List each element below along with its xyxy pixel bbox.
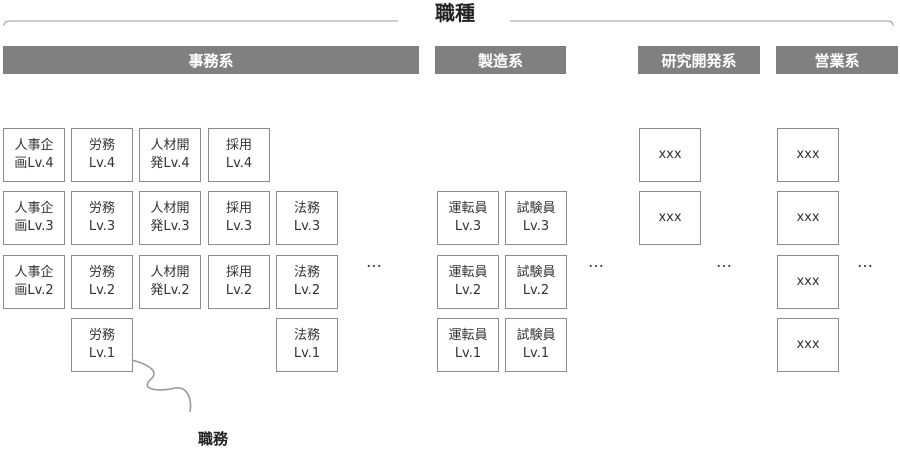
job-box-saiyou-lv4: 採用 Lv.4 [208,128,270,182]
job-box-roumu-lv3: 労務 Lv.3 [71,191,133,245]
ellipsis-sales: … [857,252,874,271]
job-box-jinji-lv4: 人事企 画Lv.4 [3,128,65,182]
job-box-sales-2: xxx [777,191,839,245]
job-box-saiyou-lv3: 採用 Lv.3 [208,191,270,245]
job-box-research-2: xxx [639,191,701,245]
job-box-saiyou-lv2: 採用 Lv.2 [208,255,270,309]
job-box-jinzai-lv3: 人材開 発Lv.3 [139,191,201,245]
page-title: 職種 [435,1,475,25]
job-box-research-1: xxx [639,128,701,182]
job-box-shiken-lv1: 試験員 Lv.1 [505,318,567,372]
category-bar-manufacturing: 製造系 [435,46,566,74]
job-box-houmu-lv1: 法務 Lv.1 [276,318,338,372]
job-box-jinzai-lv2: 人材開 発Lv.2 [139,255,201,309]
ellipsis-manufacturing: … [588,252,605,271]
job-box-shiken-lv2: 試験員 Lv.2 [505,255,567,309]
job-label: 職務 [198,430,229,448]
title-bracket [3,20,894,27]
job-box-roumu-lv4: 労務 Lv.4 [71,128,133,182]
job-box-unten-lv3: 運転員 Lv.3 [437,191,499,245]
job-box-roumu-lv1: 労務 Lv.1 [71,318,133,372]
job-box-sales-4: xxx [777,318,839,372]
job-box-roumu-lv2: 労務 Lv.2 [71,255,133,309]
job-box-jinji-lv3: 人事企 画Lv.3 [3,191,65,245]
category-bar-research: 研究開発系 [638,46,760,74]
category-bar-sales: 営業系 [776,46,898,74]
ellipsis-research: … [716,252,733,271]
ellipsis-clerical: … [366,252,383,271]
job-box-jinji-lv2: 人事企 画Lv.2 [3,255,65,309]
job-box-shiken-lv3: 試験員 Lv.3 [505,191,567,245]
job-box-houmu-lv2: 法務 Lv.2 [276,255,338,309]
job-box-houmu-lv3: 法務 Lv.3 [276,191,338,245]
job-box-jinzai-lv4: 人材開 発Lv.4 [139,128,201,182]
job-box-sales-3: xxx [777,255,839,309]
category-bar-clerical: 事務系 [3,46,419,74]
job-box-unten-lv1: 運転員 Lv.1 [437,318,499,372]
job-box-unten-lv2: 運転員 Lv.2 [437,255,499,309]
job-box-sales-1: xxx [777,128,839,182]
